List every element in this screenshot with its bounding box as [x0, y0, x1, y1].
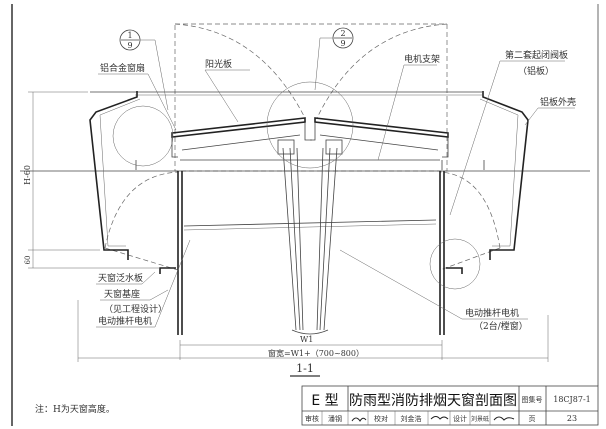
damper-plate-2 — [183, 223, 437, 231]
actuator-leg-right — [316, 147, 338, 331]
shell-left — [89, 91, 138, 260]
label-second-damper-sub: （铝板） — [518, 65, 554, 77]
detail-index-2-den: 9 — [340, 39, 345, 48]
shell-left-inner — [99, 98, 141, 247]
title-text: 防雨型消防排烟天窗剖面图 — [349, 392, 517, 409]
detail-index-1-num: 1 — [127, 31, 132, 40]
dim-offset-label: 60 — [24, 256, 32, 265]
shell-right-inner — [479, 98, 519, 247]
detail-index-2-num: 2 — [340, 29, 345, 38]
atlas-label: 图集号 — [522, 395, 543, 404]
label-base-sub: （见工程设计） — [104, 303, 167, 315]
opening-envelope — [174, 23, 448, 172]
label-motor-bracket: 电机支架 — [404, 53, 440, 65]
detail-circle-2 — [266, 81, 354, 169]
page-number: 23 — [567, 414, 577, 423]
design-label: 设计 — [453, 414, 467, 423]
section-label: 1-1 — [296, 362, 314, 375]
actuator-base — [291, 329, 329, 335]
review-label: 审核 — [305, 414, 319, 423]
label-aluminum-shell: 铝板外壳 — [540, 96, 576, 108]
sun-panel-right — [314, 117, 449, 138]
label-actuator-right-sub: （2台/樘窗） — [474, 320, 528, 332]
damper-line-right — [439, 247, 501, 271]
actuator-head-right — [325, 139, 343, 155]
detail-circle-1 — [112, 105, 174, 167]
leader-aluminum-sash — [98, 73, 177, 131]
damper-plate — [183, 219, 437, 227]
sash-frame-left — [171, 122, 312, 158]
sun-panel-left — [171, 117, 306, 138]
leader-base — [100, 289, 169, 301]
dimension-height — [28, 91, 160, 269]
designer-signature — [493, 416, 515, 421]
checker-signature — [430, 416, 449, 420]
reviewer-signature — [351, 417, 367, 422]
leader-motor-bracket — [377, 64, 437, 161]
dimension-width — [77, 300, 549, 362]
leader-aluminum-shell — [524, 107, 575, 126]
damper-arc-right — [439, 171, 501, 249]
leader-sun-panel — [204, 69, 250, 123]
sash-frame-right — [310, 122, 449, 158]
label-aluminum-sash: 铝合金窗扇 — [100, 62, 145, 74]
detail-index-1-den: 9 — [127, 41, 132, 50]
dim-w1-label: W1 — [300, 335, 313, 344]
designer: 刘景砥 — [471, 415, 489, 423]
leader-actuator-right — [339, 249, 528, 320]
actuator-leg-left — [282, 147, 304, 331]
bracket-ticks — [135, 160, 485, 170]
label-actuator-right: 电动推杆电机 — [465, 307, 519, 319]
swing-arc-left — [174, 23, 306, 119]
atlas-number: 18CJ87-1 — [553, 395, 590, 404]
swing-arc-right — [316, 23, 448, 119]
damper-line-left — [104, 247, 179, 271]
leader-actuator-left — [96, 239, 191, 328]
label-flashing: 天窗泛水板 — [98, 272, 143, 284]
note: 注：H为天窗高度。 — [35, 403, 115, 415]
leader-second-damper — [449, 60, 565, 216]
actuator-head-left — [277, 139, 295, 155]
leader-flashing — [96, 271, 156, 285]
label-sun-panel: 阳光板 — [205, 58, 232, 70]
damper-arc-left — [104, 171, 179, 249]
check-label: 校对 — [374, 414, 388, 423]
label-second-damper: 第二套起闭阀板 — [505, 49, 568, 61]
shell-right — [482, 91, 529, 260]
title-type: E 型 — [311, 393, 338, 409]
detail-circle-3 — [429, 238, 481, 290]
leader-2 — [314, 37, 333, 91]
dim-window-width-label: 窗宽=W1+（700~800） — [268, 348, 364, 358]
label-actuator-left: 电动推杆电机 — [98, 315, 152, 327]
checker: 刘金浩 — [401, 414, 422, 423]
reviewer: 潘钢 — [328, 414, 342, 423]
page-label: 页 — [529, 415, 536, 423]
dim-height-label: H-60 — [23, 165, 32, 185]
base-wall-right — [439, 171, 463, 335]
title-block: E 型 防雨型消防排烟天窗剖面图 图集号 18CJ87-1 审核 潘钢 校对 刘… — [301, 385, 599, 426]
leader-1 — [140, 39, 169, 111]
label-base: 天窗基座 — [104, 288, 140, 300]
